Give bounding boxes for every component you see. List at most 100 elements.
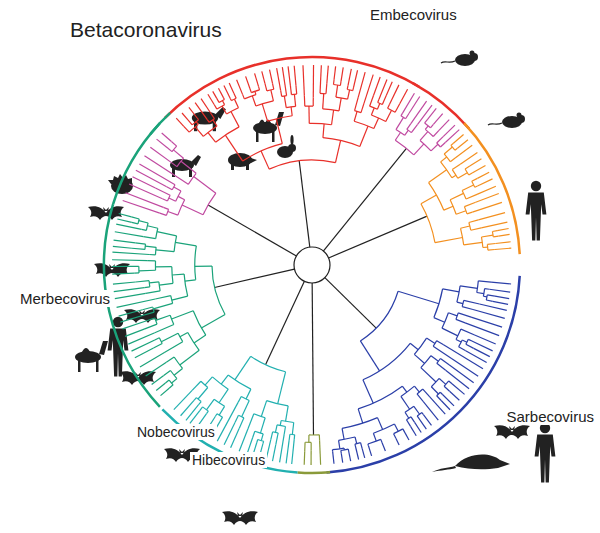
tree-branch xyxy=(361,443,363,449)
tree-branch xyxy=(254,414,265,418)
tree-branch xyxy=(437,341,443,345)
tree-branch xyxy=(420,420,426,429)
tree-branch xyxy=(498,234,509,236)
tree-branch xyxy=(491,282,511,284)
tree-branch xyxy=(147,226,157,228)
tree-branch xyxy=(170,315,174,324)
tree-branch xyxy=(462,185,473,191)
tree-branch xyxy=(456,319,465,322)
tree-branch xyxy=(185,280,196,281)
tree-branch xyxy=(149,282,159,283)
tree-branch xyxy=(466,194,477,199)
tree-branch xyxy=(172,185,175,190)
tree-branch xyxy=(189,107,197,118)
tree-branch xyxy=(252,96,256,106)
tree-branch xyxy=(421,356,431,368)
tree-branch xyxy=(390,85,399,104)
tree-branch xyxy=(173,150,183,158)
tree-branch xyxy=(495,248,511,249)
tree-branch xyxy=(235,415,238,422)
tree-branch xyxy=(455,145,472,158)
tree-branch xyxy=(171,296,173,304)
tree-branch xyxy=(239,429,248,452)
tree-branch xyxy=(148,281,150,287)
tree-branch xyxy=(162,133,172,142)
tree-branch xyxy=(128,333,154,344)
tree-branch xyxy=(370,95,374,106)
tree-branch xyxy=(256,101,274,106)
tree-branch xyxy=(441,162,452,178)
tree-branch xyxy=(442,328,458,336)
tree-branch xyxy=(104,204,160,407)
tree-branch xyxy=(421,195,436,204)
tree-branch xyxy=(396,438,399,445)
tree-branch xyxy=(395,104,400,112)
tree-branch xyxy=(246,76,250,88)
tree-branch xyxy=(464,242,483,244)
tree-branch xyxy=(332,450,333,452)
tree-branch xyxy=(132,222,138,223)
tree-branch xyxy=(262,71,265,83)
tree-branch xyxy=(267,89,274,91)
tree-branch xyxy=(291,93,296,95)
tree-branch xyxy=(294,94,295,106)
tree-branch xyxy=(323,109,339,111)
tree-branch xyxy=(156,383,165,390)
tree-branch xyxy=(113,123,160,204)
tree-branch xyxy=(262,104,267,121)
tree-branch xyxy=(472,178,478,181)
tree-branch xyxy=(280,434,285,462)
tree-branch xyxy=(334,66,336,79)
tree-branch xyxy=(340,450,342,453)
tree-branch xyxy=(251,356,286,371)
tree-branch xyxy=(309,434,319,435)
tree-branch xyxy=(153,303,172,308)
tree-branch xyxy=(258,86,259,89)
tree-branch xyxy=(342,428,344,439)
tree-branch xyxy=(178,200,185,215)
tree-branch xyxy=(421,368,436,382)
tree-branch xyxy=(288,66,290,85)
tree-branch xyxy=(309,123,331,124)
tree-branch xyxy=(142,229,147,230)
tree-branch xyxy=(395,140,413,155)
tree-branch xyxy=(172,379,177,383)
tree-branch xyxy=(388,104,390,108)
tree-branch xyxy=(219,406,224,415)
tree-branch xyxy=(430,124,433,127)
tree-branch xyxy=(450,391,460,400)
tree-branch xyxy=(273,432,279,433)
tree-branch xyxy=(146,291,160,293)
tree-branch xyxy=(139,270,156,272)
tree-branch xyxy=(431,356,438,362)
tree-branch xyxy=(355,97,359,110)
tree-branch xyxy=(437,396,442,401)
tree-branch xyxy=(161,388,170,395)
tree-branch xyxy=(320,93,326,95)
tree-branch xyxy=(234,99,238,108)
tree-branch xyxy=(477,281,479,293)
tree-branch xyxy=(139,221,148,223)
tree-branch xyxy=(374,118,379,129)
tree-branch xyxy=(255,73,259,86)
tree-branch xyxy=(474,348,490,356)
tree-branch xyxy=(238,415,243,418)
tree-branch xyxy=(355,111,361,113)
tree-branch xyxy=(234,93,236,98)
tree-branch xyxy=(192,120,198,125)
tree-branch xyxy=(289,434,291,440)
tree-branch xyxy=(194,335,206,343)
tree-branch xyxy=(407,129,412,132)
tree-branch xyxy=(398,291,439,303)
tree-branch xyxy=(339,437,355,440)
tree-branch xyxy=(461,226,470,228)
tree-branch xyxy=(449,381,452,384)
tree-branch xyxy=(256,440,258,443)
tree-branch xyxy=(268,116,293,121)
tree-branch xyxy=(222,106,226,114)
tree-branch xyxy=(115,232,144,237)
tree-branch xyxy=(203,407,209,411)
tree-branch xyxy=(450,200,456,215)
tree-branch xyxy=(207,411,209,414)
